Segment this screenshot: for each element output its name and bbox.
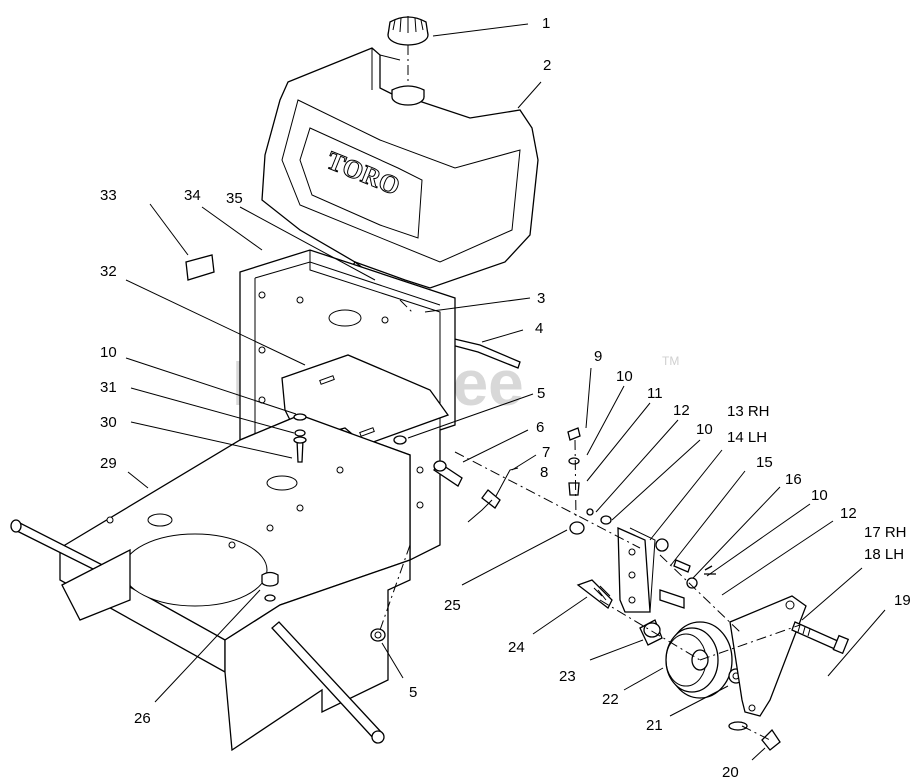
fuel-cap — [387, 16, 429, 106]
bolt-19 — [791, 621, 850, 655]
decal — [185, 254, 215, 281]
callout-13-rh: 13 RH — [727, 403, 770, 420]
callout-5: 5 — [409, 684, 417, 701]
callout-18-lh: 18 LH — [864, 546, 904, 563]
leader-lines — [125, 23, 886, 761]
nut-lower — [370, 628, 386, 642]
callout-21: 21 — [646, 717, 663, 734]
callout-33: 33 — [100, 187, 117, 204]
fasteners-left — [293, 413, 307, 463]
callout-10: 10 — [616, 368, 633, 385]
callout-6: 6 — [536, 419, 544, 436]
callout-26: 26 — [134, 710, 151, 727]
callout-22: 22 — [602, 691, 619, 708]
small-hardware — [567, 427, 612, 535]
callout-16: 16 — [785, 471, 802, 488]
callout-19: 19 — [894, 592, 911, 609]
callout-8: 8 — [540, 464, 548, 481]
pulley — [665, 621, 733, 699]
callout-23: 23 — [559, 668, 576, 685]
callout-30: 30 — [100, 414, 117, 431]
callout-20: 20 — [722, 764, 739, 781]
fuel-tank: TORO — [261, 47, 539, 289]
callout-2: 2 — [543, 57, 551, 74]
callout-12: 12 — [673, 402, 690, 419]
callout-31: 31 — [100, 379, 117, 396]
bolt-24 — [576, 579, 613, 609]
assembly-lines — [379, 299, 801, 741]
callout-4: 4 — [535, 320, 543, 337]
axles — [10, 519, 385, 744]
callout-7: 7 — [542, 444, 550, 461]
callouts: 1 2 3 4 5 6 7 8 9 10 11 12 10 13 RH 14 L… — [100, 15, 911, 781]
callout-12: 12 — [840, 505, 857, 522]
pivot-bracket — [617, 526, 716, 613]
callout-25: 25 — [444, 597, 461, 614]
bolt-20 — [761, 728, 781, 751]
callout-5: 5 — [537, 385, 545, 402]
callout-32: 32 — [100, 263, 117, 280]
callout-17-rh: 17 RH — [864, 524, 907, 541]
callout-34: 34 — [184, 187, 201, 204]
callout-14-lh: 14 LH — [727, 429, 767, 446]
knob — [261, 571, 279, 602]
watermark-tm: TM — [662, 354, 679, 368]
callout-1: 1 — [542, 15, 550, 32]
callout-10: 10 — [100, 344, 117, 361]
callout-11: 11 — [647, 385, 663, 402]
idler-arm — [728, 595, 807, 731]
spacer — [639, 619, 663, 646]
spring-parts — [393, 435, 519, 523]
callout-35: 35 — [226, 190, 243, 207]
callout-24: 24 — [508, 639, 525, 656]
callout-10: 10 — [811, 487, 828, 504]
callout-3: 3 — [537, 290, 545, 307]
callout-10: 10 — [696, 421, 713, 438]
callout-9: 9 — [594, 348, 602, 365]
callout-15: 15 — [756, 454, 773, 471]
callout-29: 29 — [100, 455, 117, 472]
